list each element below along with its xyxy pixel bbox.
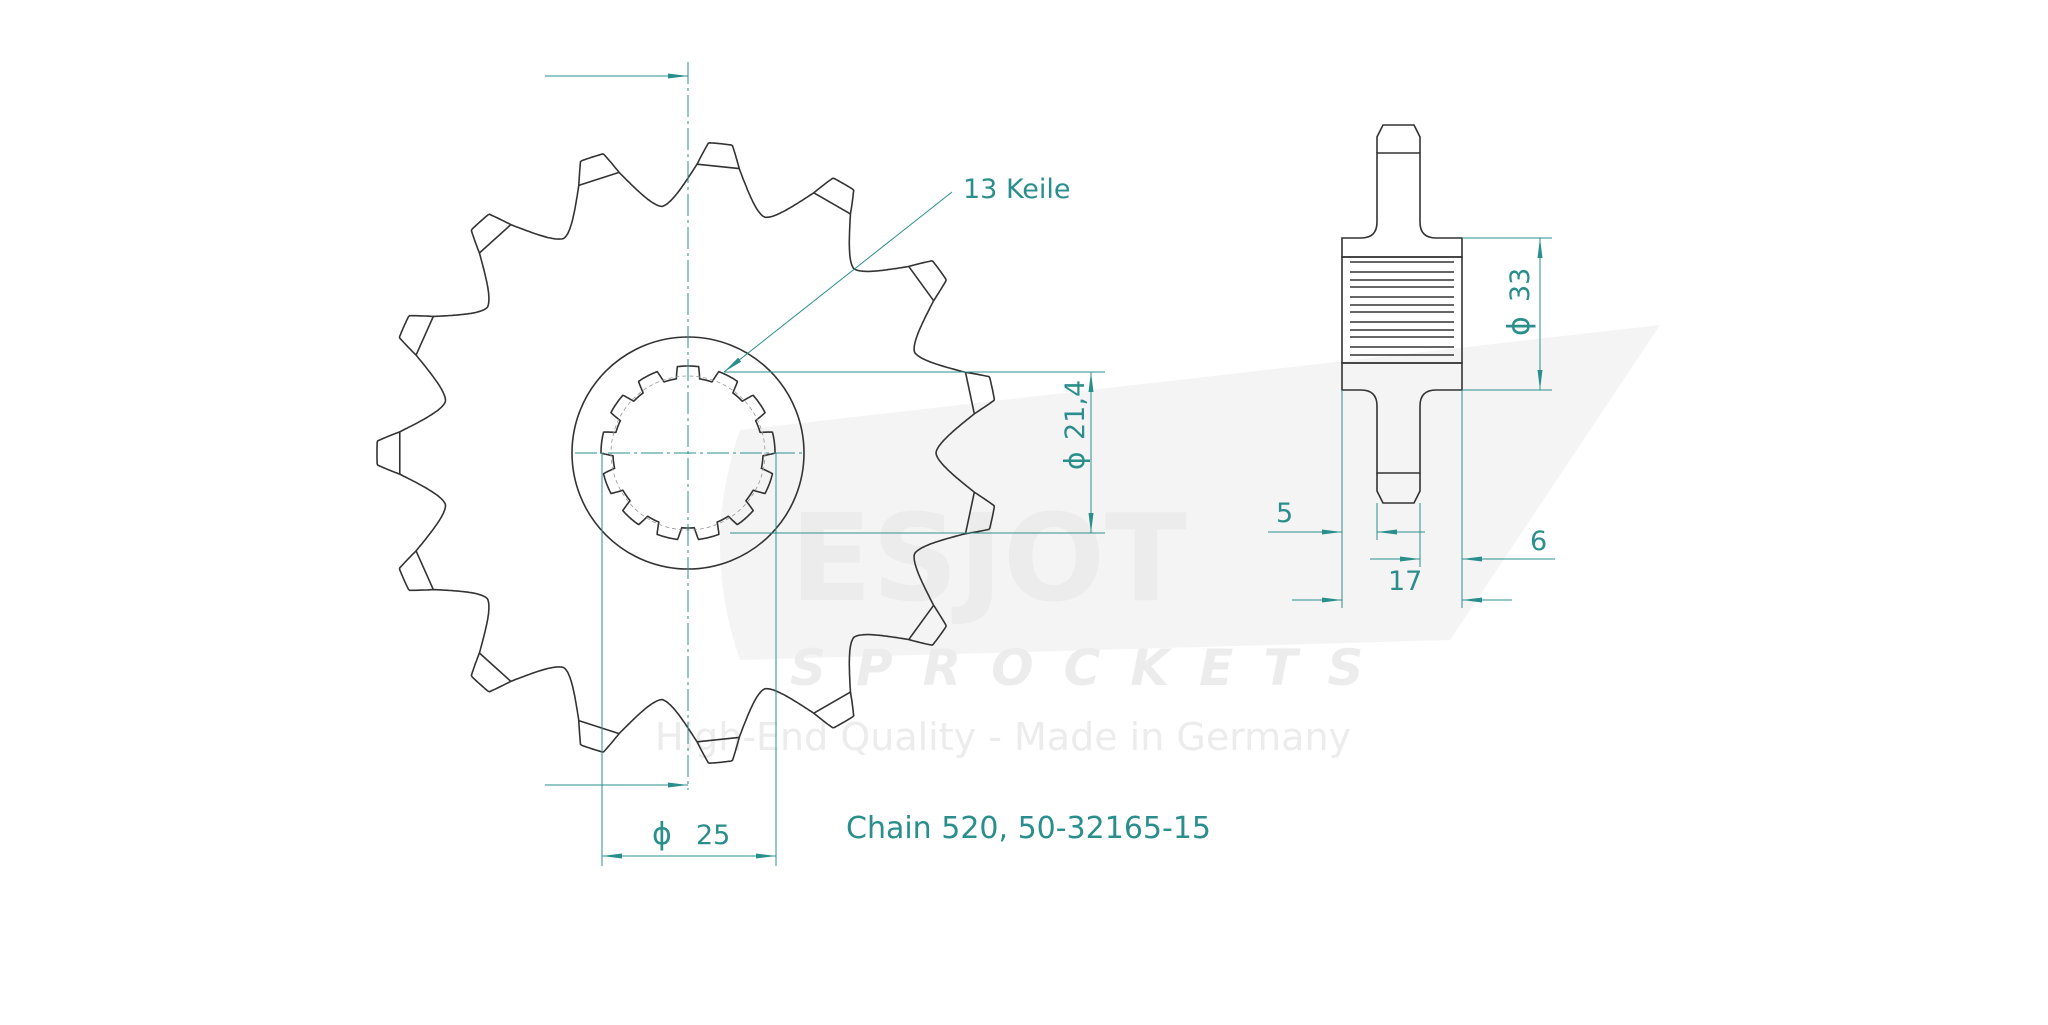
- dim-5-value: 5: [1276, 498, 1293, 529]
- tooth-chamfer-line: [478, 224, 512, 254]
- tooth-tip-bottom: [1376, 473, 1421, 504]
- dim-17-value: 17: [1388, 566, 1422, 597]
- watermark-brand: ESJOT: [790, 490, 1187, 629]
- watermark-tagline: High-End Quality - Made in Germany: [655, 715, 1351, 759]
- front-view: 13 Keile ϕ 21,4 ϕ 25 Chain 520, 50-32165…: [376, 62, 1211, 866]
- sprocket-outline: [376, 141, 996, 765]
- spline-leader-line: [723, 191, 953, 373]
- web-section-top: [1341, 152, 1463, 258]
- tooth-chamfer-line: [964, 372, 976, 414]
- watermark-subbrand: SPROCKETS: [790, 639, 1393, 697]
- tooth-chamfer-line: [908, 604, 935, 641]
- hub-spline-bore: [1341, 256, 1463, 364]
- tooth-chamfers: [398, 163, 976, 743]
- tooth-chamfer-line: [964, 492, 976, 534]
- dim-21-4-value: 21,4: [1060, 380, 1091, 440]
- watermark-logo: ESJOT SPROCKETS High-End Quality - Made …: [655, 325, 1660, 759]
- spline-grooves: [1350, 261, 1454, 356]
- tooth-chamfer-line: [908, 265, 935, 302]
- tooth-chamfer-line: [415, 316, 435, 356]
- dim-33-value: 33: [1505, 268, 1536, 302]
- side-view: ϕ 33 5 6 17: [1268, 124, 1555, 608]
- dim-25-value: 25: [696, 820, 730, 851]
- tooth-chamfer-line: [578, 171, 620, 187]
- tooth-chamfer-line: [478, 652, 512, 682]
- tooth-chamfer-line: [813, 192, 851, 215]
- dim-25-phi: ϕ: [652, 817, 672, 852]
- dim-33-phi: ϕ: [1502, 316, 1537, 336]
- tooth-chamfer-line: [578, 719, 620, 735]
- tooth-tip-top: [1376, 124, 1421, 153]
- tooth-chamfer-line: [813, 691, 851, 714]
- dim-21-4-phi: ϕ: [1058, 452, 1091, 470]
- tooth-chamfer-line: [415, 550, 435, 590]
- tooth-chamfer-line: [696, 163, 740, 170]
- tooth-chamfer-line: [696, 736, 740, 743]
- dim-6-value: 6: [1530, 526, 1547, 557]
- spline-count-label: 13 Keile: [963, 174, 1071, 205]
- caption: Chain 520, 50-32165-15: [846, 811, 1211, 846]
